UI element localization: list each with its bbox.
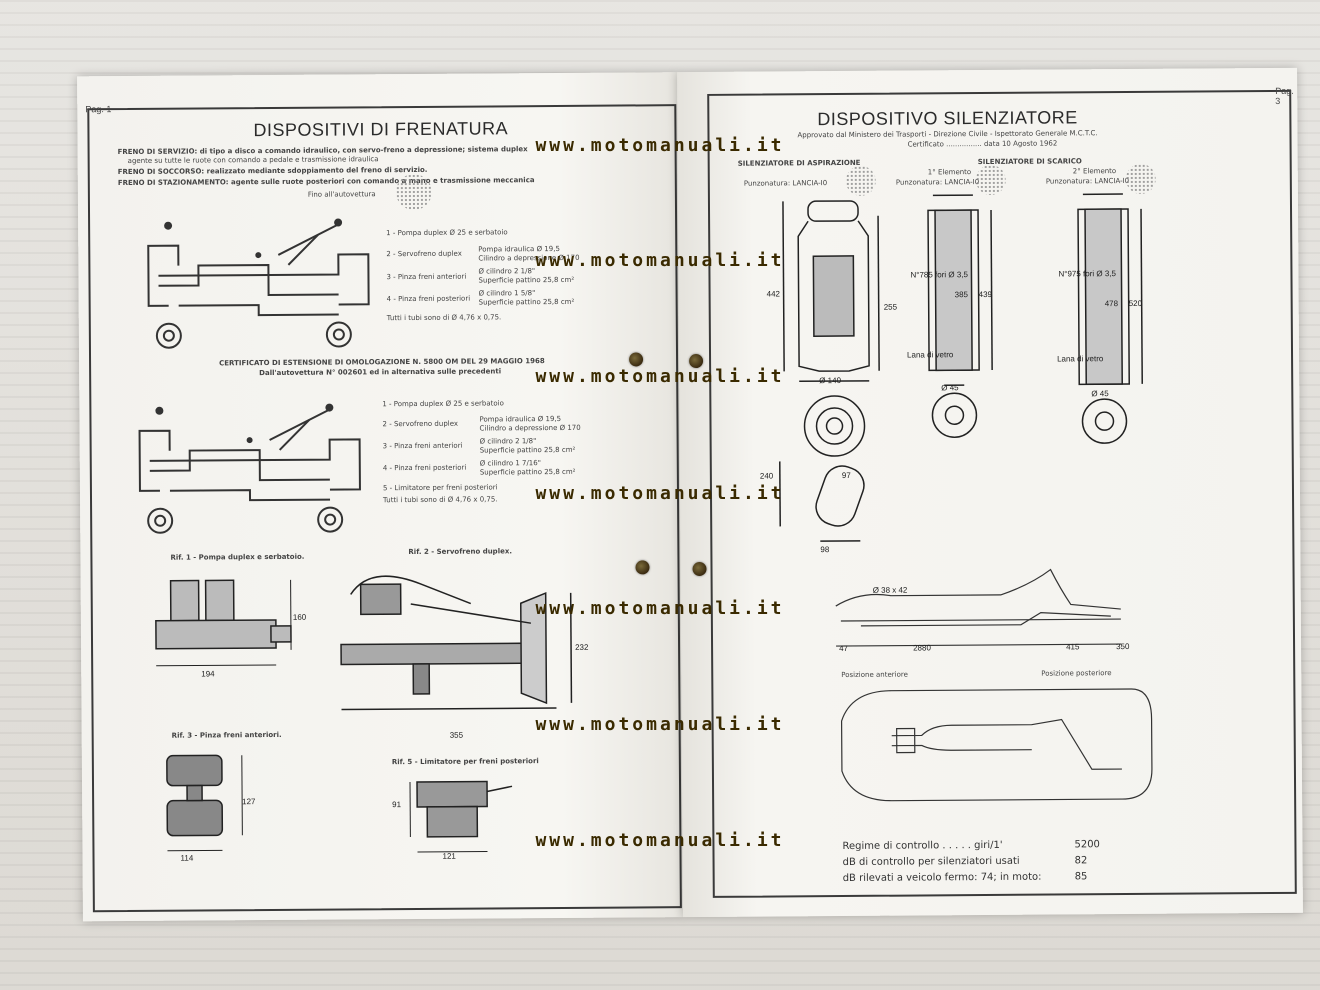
legend1-item-3: 3 - Pinza freni anteriori: [386, 272, 467, 282]
brake-schematic-1: [147, 218, 370, 349]
intake-dim-255: 255: [883, 302, 898, 312]
legend2-item-3: 3 - Pinza freni anteriori: [382, 441, 463, 451]
part2-caption: Rif. 2 - Servofreno duplex.: [408, 547, 513, 557]
left-page: Pag. 1 DISPOSITIVI DI FRENATURA FRENO DI…: [77, 72, 683, 922]
exhaust1-wool: Lana di vetro: [907, 350, 954, 360]
regime-row-2-label: dB di controllo per silenziatori usati: [842, 855, 1020, 869]
figure1-caption: Fino all'autovettura: [307, 190, 376, 199]
watermark-6: www.motomanuali.it: [535, 714, 785, 735]
servo-brake-drawing: [340, 575, 573, 711]
col2-element: 1° Elemento: [927, 168, 972, 177]
legend1-item-1: 1 - Pompa duplex Ø 25 e serbatoio: [386, 228, 508, 238]
watermark-7: www.motomanuali.it: [535, 830, 785, 851]
layout-dim-415: 415: [1066, 642, 1080, 652]
pump-duplex-drawing: [155, 579, 292, 667]
right-page-number: Pag. 3: [1275, 85, 1294, 106]
col1-stamp: Punzonatura: LANCIA-I0: [743, 179, 828, 188]
col3-stamp: Punzonatura: LANCIA-I0: [1045, 176, 1130, 186]
intake-dim-442: 442: [766, 289, 780, 299]
halftone-stamp: [395, 173, 433, 211]
right-page: Pag. 3 DISPOSITIVO SILENZIATORE Approvat…: [677, 67, 1303, 918]
left-page-number: Pag. 1: [85, 104, 112, 115]
col2-stamp: Punzonatura: LANCIA-I0: [895, 178, 980, 187]
part3-dim-width: 114: [180, 853, 194, 863]
exhaust2-dim-478: 478: [1104, 299, 1119, 309]
small-dim-98: 98: [820, 545, 830, 555]
binder-hole: [692, 561, 707, 577]
watermark-1: www.motomanuali.it: [535, 135, 785, 156]
regime-row-3-label: dB rilevati a veicolo fermo: 74; in moto…: [842, 871, 1042, 885]
part1-caption: Rif. 1 - Pompa duplex e serbatoio.: [170, 552, 305, 562]
part5-dim-height: 91: [392, 800, 402, 810]
legend1-note: Tutti i tubi sono di Ø 4,76 x 0,75.: [386, 313, 502, 323]
open-manual-sheet: Pag. 1 DISPOSITIVI DI FRENATURA FRENO DI…: [77, 67, 1320, 922]
legend2-item-2a: Pompa idraulica Ø 19,5: [479, 414, 562, 424]
exhaust1-holes: N°785 fori Ø 3,5: [910, 270, 968, 280]
regime-row-3-value: 85: [1074, 871, 1088, 883]
intake-silencer-drawing: [779, 200, 880, 542]
part5-dim-width: 121: [442, 851, 456, 861]
exhaust2-wool: Lana di vetro: [1057, 354, 1104, 364]
exhaust1-dim-385: 385: [954, 290, 969, 300]
binder-hole: [629, 352, 644, 367]
rear-limiter-drawing: [409, 780, 513, 853]
layout-dim-47: 47: [839, 643, 849, 654]
watermark-5: www.motomanuali.it: [535, 598, 785, 619]
exhaust2-dim-520: 520: [1128, 298, 1143, 309]
position-front: Posizione anteriore: [841, 670, 908, 680]
legend2-item-1: 1 - Pompa duplex Ø 25 e serbatoio: [382, 399, 504, 409]
exhaust1-dim-439: 439: [978, 289, 993, 300]
exhaust-element-2-drawing: [1077, 193, 1143, 444]
small-dim-97: 97: [841, 470, 851, 481]
legend2-item-4a: Ø cilindro 1 7/16": [479, 459, 541, 468]
binder-hole: [635, 560, 650, 575]
part2-dim-height: 232: [575, 642, 589, 652]
layout-dim-350: 350: [1116, 642, 1130, 652]
legend2-item-3a: Ø cilindro 2 1/8": [479, 437, 537, 446]
part1-dim-width: 194: [201, 669, 215, 679]
watermark-2: www.motomanuali.it: [535, 250, 785, 271]
regime-row-2-value: 82: [1074, 855, 1088, 867]
legend2-item-2: 2 - Servofreno duplex: [382, 419, 459, 429]
exhaust2-diameter: Ø 45: [1091, 389, 1109, 399]
position-rear: Posizione posteriore: [1041, 669, 1112, 678]
legend2-item-4: 4 - Pinza freni posteriori: [382, 463, 467, 473]
legend1-item-4a: Ø cilindro 1 5/8": [478, 289, 536, 298]
legend1-item-4b: Superficie pattino 25,8 cm²: [478, 297, 575, 307]
col1-heading: SILENZIATORE DI ASPIRAZIONE: [737, 158, 861, 168]
watermark-3: www.motomanuali.it: [535, 366, 785, 387]
col3-element: 2° Elemento: [1072, 167, 1117, 176]
exhaust-element-1-drawing: [927, 194, 993, 438]
part3-dim-height: 127: [242, 797, 256, 807]
front-caliper-drawing: [166, 754, 243, 852]
halftone-stamp-1: [845, 165, 876, 196]
legend2-item-3b: Superficie pattino 25,8 cm²: [479, 445, 576, 455]
intro-line-2: agente su tutte le ruote con comando a p…: [127, 155, 379, 165]
watermark-4: www.motomanuali.it: [535, 483, 785, 504]
legend1-item-3b: Superficie pattino 25,8 cm²: [478, 275, 575, 285]
right-page-title: DISPOSITIVO SILENZIATORE: [817, 107, 1078, 130]
pipe-diameter: Ø 38 x 42: [872, 585, 908, 595]
legend2-item-2b: Cilindro a depressione Ø 170: [479, 423, 581, 433]
legend2-item-4b: Superficie pattino 25,8 cm²: [479, 467, 576, 477]
car-side-exhaust-layout: [835, 568, 1122, 647]
brake-schematic-2: [138, 403, 361, 534]
car-top-exhaust-layout: [840, 688, 1153, 802]
layout-dim-2880: 2880: [913, 643, 931, 653]
part5-caption: Rif. 5 - Limitatore per freni posteriori: [391, 757, 539, 767]
small-dim-240: 240: [759, 471, 774, 481]
legend1-item-4: 4 - Pinza freni posteriori: [386, 294, 471, 304]
